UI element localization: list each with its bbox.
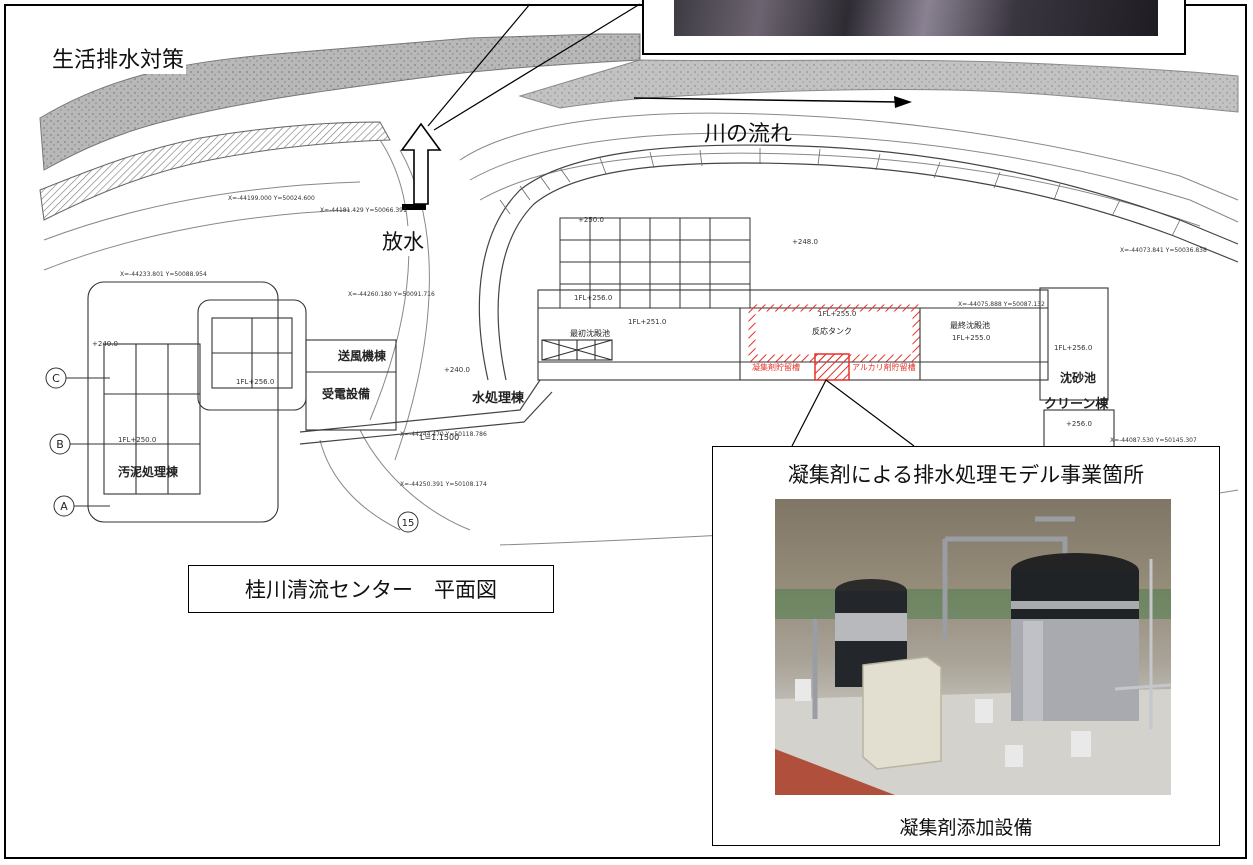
equipment-illustration xyxy=(775,516,1171,795)
coagulant-tank-highlight xyxy=(814,353,850,381)
label-sedimentation: 最終沈殿池 xyxy=(950,320,990,330)
svg-text:+240.0: +240.0 xyxy=(444,366,470,374)
label-coagulant-tank: 凝集剤貯留槽 xyxy=(752,362,800,372)
river-bank xyxy=(518,59,1239,113)
svg-text:1FL+255.0: 1FL+255.0 xyxy=(952,334,990,342)
svg-text:X=-44244.470 Y=50118.786: X=-44244.470 Y=50118.786 xyxy=(400,431,487,438)
svg-text:X=-44199.000 Y=50024.600: X=-44199.000 Y=50024.600 xyxy=(228,195,315,202)
label-sand: 沈砂池 xyxy=(1060,370,1096,385)
grid-letter-a: A xyxy=(60,500,68,513)
map-caption: 桂川清流センター 平面図 xyxy=(245,578,497,602)
coagulant-photo-box: 凝集剤による排水処理モデル事業箇所 xyxy=(712,446,1220,846)
label-water-treatment: 水処理棟 xyxy=(472,390,525,406)
svg-text:X=-44233.801 Y=50088.954: X=-44233.801 Y=50088.954 xyxy=(120,271,207,278)
discharge-label: 放水 xyxy=(382,226,424,256)
coagulant-box-title: 凝集剤による排水処理モデル事業箇所 xyxy=(787,463,1145,487)
svg-text:1FL+251.0: 1FL+251.0 xyxy=(628,318,666,326)
svg-text:+240.0: +240.0 xyxy=(92,340,118,348)
svg-text:X=-44250.391 Y=50108.174: X=-44250.391 Y=50108.174 xyxy=(400,481,487,488)
river-flow-label: 川の流れ xyxy=(704,122,793,147)
coordinate-labels: X=-44199.000 Y=50024.600 X=-44181.429 Y=… xyxy=(120,195,1207,488)
label-first-sedimentation: 最初沈殿池 xyxy=(570,328,610,338)
label-sludge-building: 汚泥処理棟 xyxy=(118,464,179,479)
grid-letter-b: B xyxy=(56,438,64,451)
grid-letter-c: C xyxy=(52,372,60,385)
svg-text:+248.0: +248.0 xyxy=(792,238,818,246)
contour-lines xyxy=(43,112,1239,546)
hillside-north xyxy=(39,33,641,171)
svg-text:X=-44075.888 Y=50087.132: X=-44075.888 Y=50087.132 xyxy=(958,301,1045,308)
callout-line-left xyxy=(427,3,531,127)
grid-number: 15 xyxy=(402,518,415,529)
coagulant-photo-caption: 凝集剤添加設備 xyxy=(899,817,1033,839)
river-flow-arrow xyxy=(633,97,899,103)
svg-text:+256.0: +256.0 xyxy=(1066,420,1092,428)
svg-text:+250.0: +250.0 xyxy=(578,216,604,224)
label-pipe-length: L=1.1500 xyxy=(420,433,459,442)
river-photo-box xyxy=(642,0,1186,55)
callout-line-right xyxy=(433,3,641,131)
map-caption-box: 桂川清流センター 平面図 xyxy=(188,565,554,613)
grid-axis-markers xyxy=(45,367,419,533)
water-treatment-block xyxy=(537,287,1115,491)
svg-text:X=-44073.841 Y=50036.838: X=-44073.841 Y=50036.838 xyxy=(1120,247,1207,254)
road-hatch xyxy=(499,148,1181,237)
svg-text:X=-44260.180 Y=50091.716: X=-44260.180 Y=50091.716 xyxy=(348,291,435,298)
svg-text:1FL+256.0: 1FL+256.0 xyxy=(1054,344,1092,352)
label-reaction-tank: 反応タンク xyxy=(812,326,852,336)
label-substation: 受電設備 xyxy=(322,386,370,401)
svg-text:1FL+255.0: 1FL+255.0 xyxy=(818,310,856,318)
callout-line-photo xyxy=(791,379,915,447)
elevation-labels: 1FL+256.0 1FL+251.0 1FL+255.0 1FL+250.0 … xyxy=(92,216,1092,444)
svg-text:1FL+256.0: 1FL+256.0 xyxy=(236,378,274,386)
svg-text:X=-44181.429 Y=50066.391: X=-44181.429 Y=50066.391 xyxy=(320,207,407,214)
label-clean-building: クリーン棟 xyxy=(1044,396,1109,412)
river-photo xyxy=(674,0,1158,36)
left-buildings xyxy=(87,281,397,523)
page-title: 生活排水対策 xyxy=(50,42,187,74)
river-flow-arrowhead xyxy=(894,96,912,108)
svg-text:X=-44087.530 Y=50145.307: X=-44087.530 Y=50145.307 xyxy=(1110,437,1197,444)
hillside-west xyxy=(39,121,391,221)
coagulant-equipment-photo xyxy=(775,499,1171,795)
svg-text:1FL+256.0: 1FL+256.0 xyxy=(574,294,612,302)
label-alkali-tank: アルカリ剤貯留槽 xyxy=(852,362,916,372)
label-blower-building: 送風機棟 xyxy=(337,348,387,363)
svg-text:1FL+250.0: 1FL+250.0 xyxy=(118,436,156,444)
